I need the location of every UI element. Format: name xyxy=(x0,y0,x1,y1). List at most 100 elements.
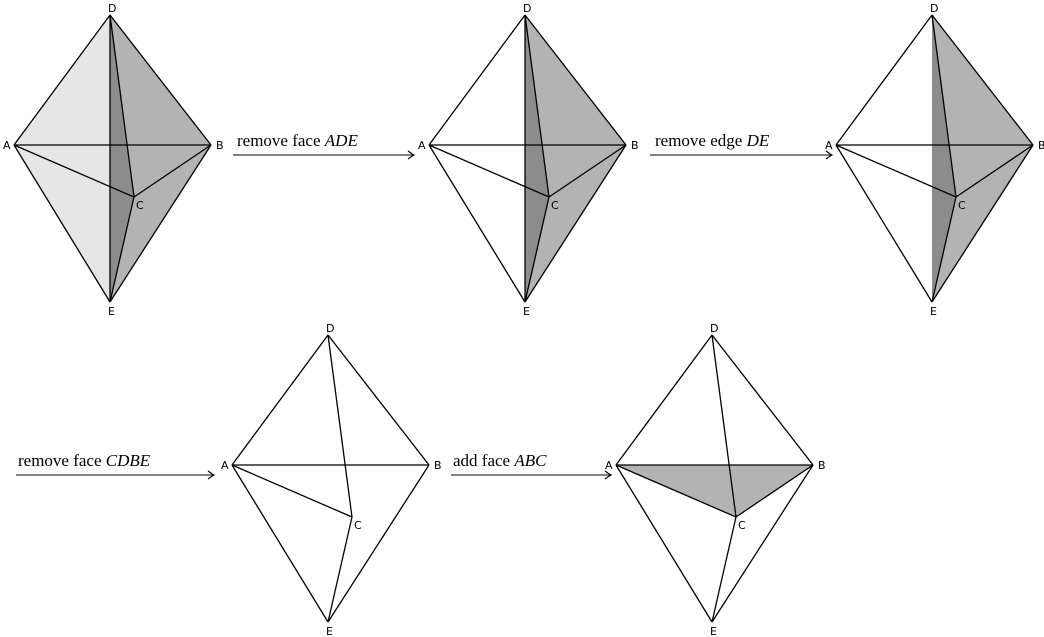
edge-ac xyxy=(428,144,550,198)
edge-bc xyxy=(735,464,814,518)
arrow-label-math: CDBE xyxy=(106,451,151,470)
face-dbc xyxy=(110,15,211,197)
vertex-label-c: C xyxy=(958,199,966,212)
edge-ae xyxy=(231,464,329,623)
edge-dc xyxy=(711,334,737,518)
vertex-label-a: A xyxy=(825,139,833,152)
edge-db xyxy=(524,14,627,146)
face-ade xyxy=(14,15,110,302)
vertex-label-d: D xyxy=(930,2,938,15)
edge-be xyxy=(109,144,212,303)
edge-ad xyxy=(615,334,713,466)
diagram-step-5: A B C D E xyxy=(605,322,826,637)
vertex-label-b: B xyxy=(434,459,442,472)
vertex-label-c: C xyxy=(738,519,746,532)
arrow-label-text: remove edge xyxy=(655,131,747,150)
edge-dc xyxy=(109,14,135,198)
edge-db xyxy=(327,334,430,466)
edge-be xyxy=(931,144,1034,303)
edge-dc xyxy=(931,14,957,198)
vertex-label-d: D xyxy=(108,2,116,15)
edge-ce xyxy=(524,196,550,303)
edge-ce xyxy=(931,196,957,303)
edge-db xyxy=(931,14,1034,146)
edge-ae xyxy=(428,144,526,303)
vertex-label-c: C xyxy=(354,519,362,532)
edge-ad xyxy=(231,334,329,466)
edge-db xyxy=(711,334,814,466)
edge-ce xyxy=(109,196,135,303)
edge-ce xyxy=(711,516,737,623)
arrow-label-text: add face xyxy=(453,451,514,470)
face-dbc xyxy=(525,15,626,197)
edge-dc xyxy=(327,334,353,518)
vertex-label-a: A xyxy=(3,139,11,152)
vertex-label-e: E xyxy=(523,305,530,318)
vertex-label-e: E xyxy=(710,625,717,637)
vertex-label-a: A xyxy=(418,139,426,152)
edge-ae xyxy=(615,464,713,623)
edge-ac xyxy=(231,464,353,518)
vertex-label-c: C xyxy=(551,199,559,212)
arrow-2: remove edge DE xyxy=(650,131,834,160)
vertex-label-a: A xyxy=(605,459,613,472)
face-dec xyxy=(110,15,134,302)
arrow-label-math: DE xyxy=(746,131,770,150)
arrow-3: remove face CDBE xyxy=(16,451,216,480)
diagram-step-4: A B C D E xyxy=(221,322,442,637)
edge-ad xyxy=(428,14,526,146)
face-abc xyxy=(616,465,813,517)
face-dec xyxy=(932,15,956,302)
face-dbc xyxy=(932,15,1033,197)
edge-be xyxy=(711,464,814,623)
vertex-label-e: E xyxy=(930,305,937,318)
edge-ad xyxy=(835,14,933,146)
face-dec xyxy=(525,15,549,302)
arrow-4: add face ABC xyxy=(451,451,613,480)
arrow-label: remove face CDBE xyxy=(18,451,151,470)
edge-dc xyxy=(524,14,550,198)
edge-ac xyxy=(835,144,957,198)
vertex-label-b: B xyxy=(216,139,224,152)
arrow-head xyxy=(825,150,834,160)
arrow-head xyxy=(207,470,216,480)
diagram-step-3: A B C D E xyxy=(825,2,1044,318)
edge-be xyxy=(327,464,430,623)
edge-db xyxy=(109,14,212,146)
edge-bc xyxy=(548,144,627,198)
vertex-label-d: D xyxy=(326,322,334,335)
edge-ac xyxy=(615,464,737,518)
edge-be xyxy=(524,144,627,303)
arrow-label: add face ABC xyxy=(453,451,547,470)
diagram-step-2: A B C D E xyxy=(418,2,639,318)
arrow-label-math: ADE xyxy=(324,131,359,150)
edge-bc xyxy=(955,144,1034,198)
arrow-1: remove face ADE xyxy=(233,131,416,160)
edge-ae xyxy=(13,144,111,303)
diagram-step-1: A B C D E xyxy=(3,2,224,318)
vertex-label-c: C xyxy=(136,199,144,212)
arrow-label-text: remove face xyxy=(18,451,106,470)
arrow-label-math: ABC xyxy=(513,451,547,470)
edge-ae xyxy=(835,144,933,303)
vertex-label-e: E xyxy=(326,625,333,637)
edge-ad xyxy=(13,14,111,146)
vertex-label-a: A xyxy=(221,459,229,472)
arrow-label: remove edge DE xyxy=(655,131,770,150)
edge-bc xyxy=(133,144,212,198)
vertex-label-b: B xyxy=(631,139,639,152)
vertex-label-d: D xyxy=(710,322,718,335)
arrow-head xyxy=(407,150,416,160)
arrow-label: remove face ADE xyxy=(237,131,358,150)
vertex-label-b: B xyxy=(1038,139,1044,152)
vertex-label-b: B xyxy=(818,459,826,472)
arrow-head xyxy=(604,470,613,480)
edge-ce xyxy=(327,516,353,623)
vertex-label-d: D xyxy=(523,2,531,15)
edge-ac xyxy=(13,144,135,198)
vertex-label-e: E xyxy=(108,305,115,318)
arrow-label-text: remove face xyxy=(237,131,325,150)
